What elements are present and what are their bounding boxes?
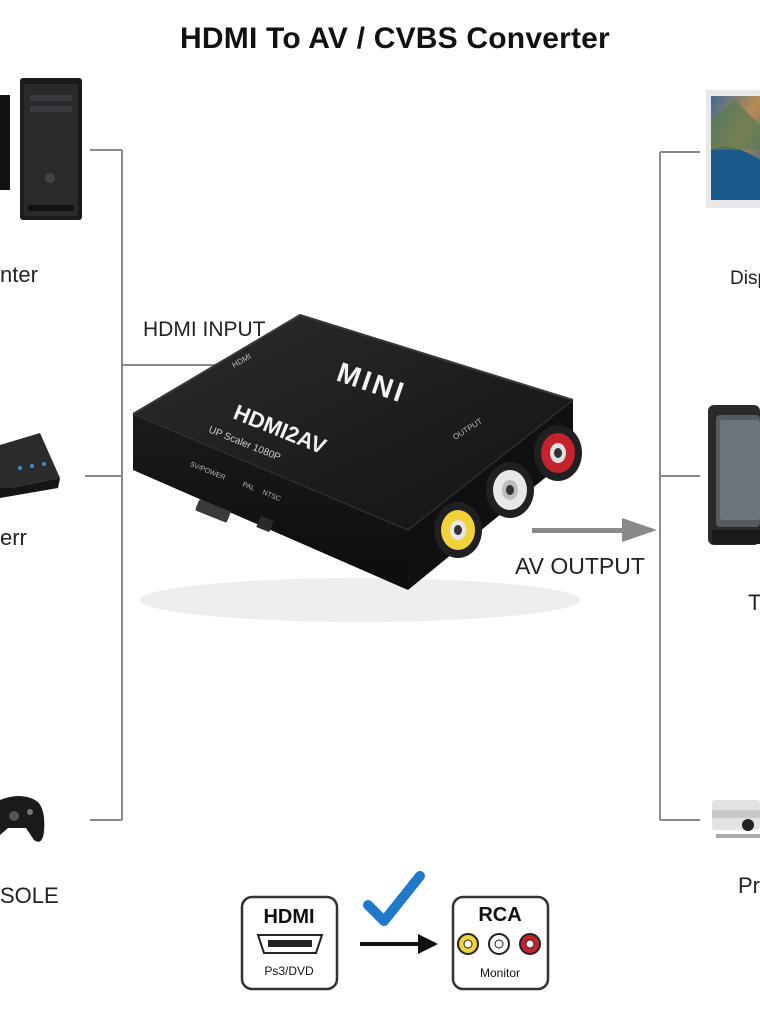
rca-output-jacks bbox=[434, 425, 582, 558]
rca-jack-red bbox=[534, 425, 582, 481]
left-device-label-console: SOLE bbox=[0, 883, 59, 908]
gamepad-icon bbox=[0, 796, 45, 842]
right-device-label-projector: Pr bbox=[738, 873, 760, 898]
bottom-connection-diagram: HDMI Ps3/DVD RCA Monitor bbox=[240, 871, 550, 991]
hdmi-port-icon bbox=[256, 934, 324, 954]
display-monitor-icon bbox=[706, 90, 760, 208]
right-device-label-tv: T bbox=[748, 590, 760, 615]
bottom-rca-sub: Monitor bbox=[480, 966, 520, 980]
right-device-label-display: Disp bbox=[730, 268, 760, 289]
hdmi-input-label: HDMI INPUT bbox=[143, 318, 266, 341]
converter-device bbox=[132, 313, 580, 622]
rca-circles-icon bbox=[457, 933, 541, 955]
av-output-label: AV OUTPUT bbox=[515, 553, 645, 579]
left-device-label-computer: nter bbox=[0, 262, 38, 287]
av-output-arrow bbox=[532, 518, 657, 542]
projector-icon bbox=[712, 800, 760, 838]
bottom-hdmi-sub: Ps3/DVD bbox=[264, 964, 314, 978]
bottom-rca-title: RCA bbox=[478, 904, 521, 926]
right-bracket bbox=[659, 151, 700, 821]
page-title: HDMI To AV / CVBS Converter bbox=[180, 22, 610, 55]
device-pal-label: PAL bbox=[241, 481, 256, 492]
rca-jack-white bbox=[486, 462, 534, 518]
pc-tower-icon bbox=[0, 78, 82, 220]
left-device-label-settop: err bbox=[0, 525, 27, 550]
checkmark-icon bbox=[363, 871, 425, 926]
bottom-arrow bbox=[360, 934, 438, 954]
bottom-hdmi-title: HDMI bbox=[263, 906, 314, 928]
rca-jack-yellow bbox=[434, 502, 482, 558]
left-bracket bbox=[85, 149, 230, 821]
crt-tv-icon bbox=[708, 405, 760, 545]
set-top-box-icon bbox=[0, 433, 60, 498]
